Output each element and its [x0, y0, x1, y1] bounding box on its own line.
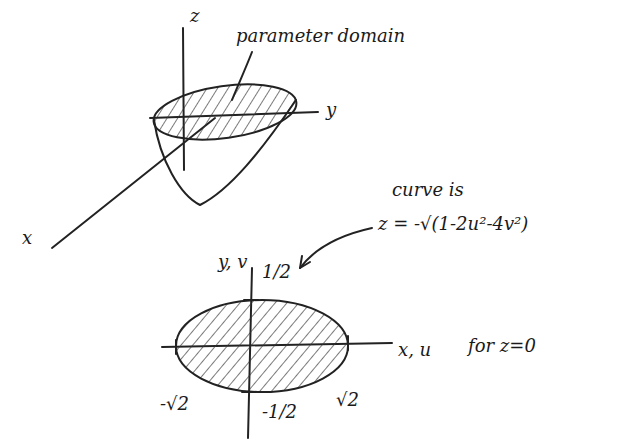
callout-label: parameter domain — [236, 26, 405, 46]
note-text: curve is — [392, 180, 464, 200]
axis-label: z — [190, 6, 199, 26]
axis-label: x — [22, 228, 32, 248]
axis-label: x, u — [398, 340, 431, 360]
axis-label: y, v — [218, 252, 247, 272]
tick-value: -1/2 — [262, 402, 297, 422]
tick-value: √2 — [336, 390, 359, 410]
tick-value: 1/2 — [262, 262, 291, 282]
tick-value: -√2 — [160, 394, 189, 414]
note-text: for z=0 — [468, 336, 536, 356]
formula-text: z = -√(1-2u²-4v²) — [378, 214, 528, 234]
axis-label: y — [326, 100, 336, 120]
